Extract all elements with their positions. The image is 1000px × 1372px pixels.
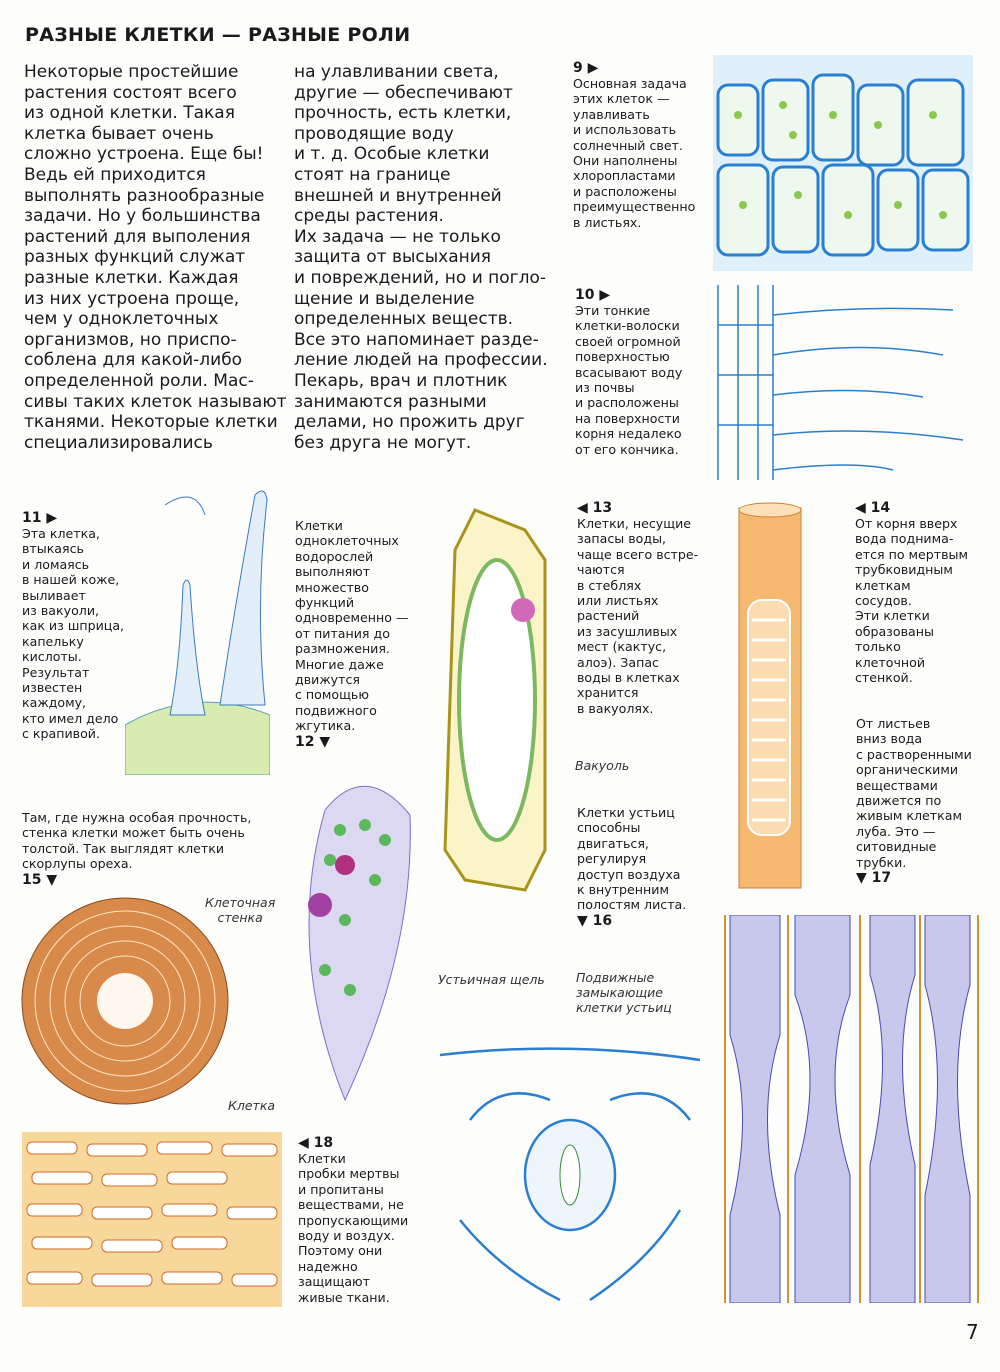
figure-number: 10 ▶ [575, 287, 611, 303]
caption-15: Там, где нужна особая прочность, стенка … [22, 810, 251, 888]
stomata-illustration [440, 1047, 700, 1302]
stinging-hair-illustration [125, 490, 270, 775]
caption-11: 11 ▶Эта клетка, втыкаясь и ломаясь в наш… [22, 510, 124, 742]
euglena-illustration [308, 785, 411, 1102]
caption-17: От листьев вниз вода с растворенными орг… [856, 716, 972, 886]
caption-text: От корня вверх вода поднима- ется по мер… [855, 516, 968, 686]
caption-text: Эта клетка, втыкаясь и ломаясь в нашей к… [22, 526, 125, 742]
figure-number: ◀ 14 [855, 500, 891, 516]
label-cell: Клетка [228, 1098, 276, 1113]
figure-number: 12 ▼ [295, 733, 331, 750]
nutshell-cells-illustration [21, 897, 229, 1105]
caption-text: Клетки пробки мертвы и пропитаны веществ… [298, 1151, 409, 1305]
caption-text: Клетки одноклеточных водорослей выполняю… [295, 518, 409, 734]
page-number: 7 [966, 1320, 979, 1344]
figure-number: ◀ 18 [298, 1135, 334, 1151]
caption-9: 9 ▶Основная задача этих клеток — улавлив… [573, 60, 695, 230]
cork-cells-illustration [22, 1132, 282, 1307]
page-title: РАЗНЫЕ КЛЕТКИ — РАЗНЫЕ РОЛИ [25, 24, 411, 46]
label-guard-cells: Подвижные замыкающие клетки устьиц [576, 970, 672, 1015]
sieve-tubes-illustration [724, 915, 979, 1303]
label-vacuole: Вакуоль [575, 758, 630, 773]
figure-number: 11 ▶ [22, 510, 58, 526]
caption-text: От листьев вниз вода с растворенными орг… [856, 716, 972, 870]
caption-text: Эти тонкие клетки-волоски своей огромной… [575, 303, 683, 457]
figure-number: 9 ▶ [573, 60, 599, 76]
caption-text: Основная задача этих клеток — улавливать… [573, 76, 696, 230]
caption-text: Клетки устьиц способны двигаться, регули… [577, 805, 687, 913]
label-stoma-slit: Устьичная щель [438, 972, 545, 987]
figure-number: 15 ▼ [22, 871, 58, 888]
caption-16: Клетки устьиц способны двигаться, регули… [577, 805, 686, 929]
figure-number: ◀ 13 [577, 500, 613, 516]
label-cell-wall: Клеточная стенка [205, 895, 276, 925]
figure-number: ▼ 17 [856, 870, 892, 887]
caption-10: 10 ▶Эти тонкие клетки-волоски своей огро… [575, 287, 682, 457]
caption-text: Клетки, несущие запасы воды, чаще всего … [577, 516, 699, 716]
body-column-2: на улавливании света, другие — обеспечив… [294, 62, 548, 453]
vessel-tube-illustration [738, 502, 802, 889]
water-storage-cell-illustration [443, 508, 547, 892]
caption-12: Клетки одноклеточных водорослей выполняю… [295, 518, 409, 750]
figure-number: ▼ 16 [577, 912, 613, 929]
caption-text: Там, где нужна особая прочность, стенка … [22, 810, 252, 872]
root-hair-illustration [717, 285, 964, 480]
chlorenchyma-illustration [713, 55, 973, 271]
body-column-1: Некоторые простейшие растения состоят вс… [24, 62, 287, 453]
